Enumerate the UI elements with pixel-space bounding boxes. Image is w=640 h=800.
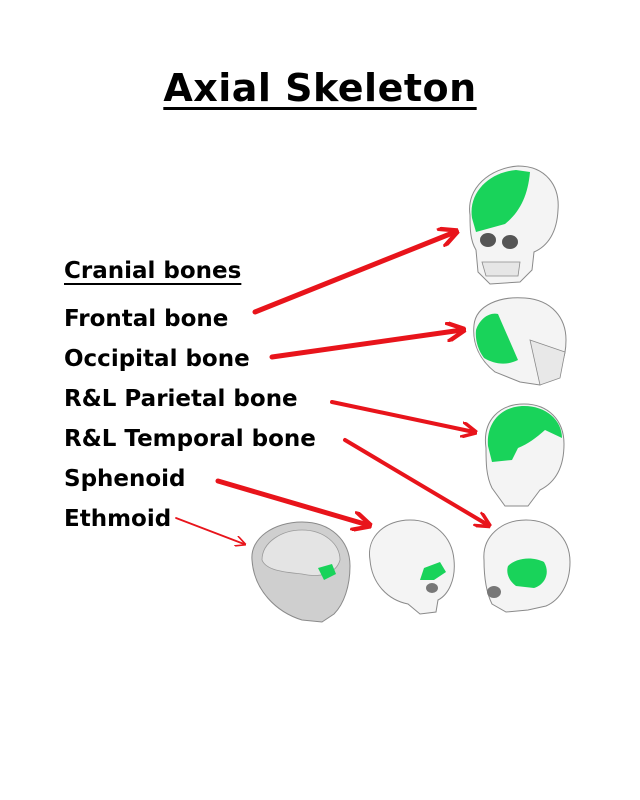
skull-occipital-highlight-icon — [473, 297, 567, 386]
arrow-occipital — [269, 330, 462, 360]
bone-label-ethmoid: Ethmoid — [64, 506, 172, 532]
arrow-sphenoid — [215, 478, 368, 525]
bone-label-temporal: R&L Temporal bone — [64, 426, 316, 452]
skull-ethmoid-section-icon — [251, 521, 351, 623]
page-title: Axial Skeleton — [163, 66, 477, 110]
bone-label-parietal: R&L Parietal bone — [64, 386, 298, 412]
skull-sphenoid-highlight-icon — [369, 519, 455, 615]
skull-frontal-highlight-icon — [469, 165, 559, 285]
bone-label-sphenoid: Sphenoid — [64, 466, 186, 492]
skull-temporal-highlight-icon — [483, 519, 571, 613]
skull-parietal-highlight-icon — [484, 403, 565, 507]
arrow-ethmoid — [175, 517, 244, 544]
arrow-parietal — [330, 400, 474, 432]
arrow-frontal — [252, 232, 455, 315]
bone-label-list: Cranial bones Frontal bone Occipital bon… — [64, 255, 316, 539]
arrow-temporal — [343, 438, 488, 525]
section-heading: Cranial bones — [64, 258, 242, 284]
bone-label-frontal: Frontal bone — [64, 306, 229, 332]
bone-label-occipital: Occipital bone — [64, 346, 250, 372]
